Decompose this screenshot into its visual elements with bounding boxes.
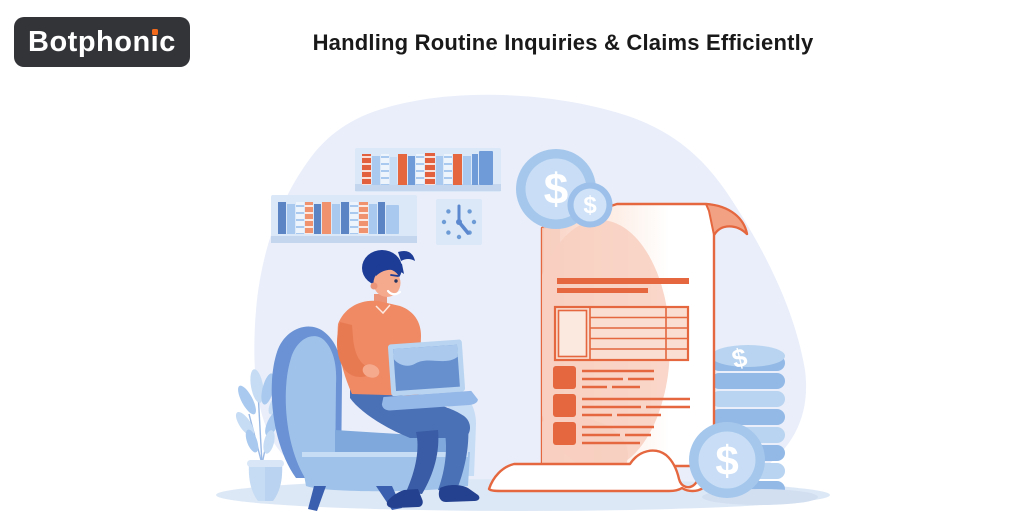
book-end xyxy=(479,151,493,185)
brand-logo: Botphonic xyxy=(14,17,190,67)
invoice-header-bars xyxy=(557,278,689,293)
chair-back-face xyxy=(285,336,337,478)
book-end xyxy=(386,205,399,234)
book-spine xyxy=(305,202,313,234)
book-spine xyxy=(425,153,435,185)
book-spine xyxy=(390,157,397,185)
dollar-coin-small: $ xyxy=(567,182,613,228)
book-spine xyxy=(381,154,389,185)
ear xyxy=(370,282,378,290)
book-spine xyxy=(278,202,286,234)
book-spine xyxy=(408,156,415,185)
coin-dollar-sign: $ xyxy=(715,437,738,484)
book-spine xyxy=(453,154,462,185)
laptop xyxy=(381,339,478,411)
book-spine xyxy=(296,202,304,234)
necklace xyxy=(375,304,391,315)
checklist-box xyxy=(553,422,576,445)
book-spine xyxy=(472,154,478,185)
arm xyxy=(337,322,369,378)
logo-letter-i: i xyxy=(150,25,160,58)
illustration: $ xyxy=(216,94,830,511)
invoice-scroll xyxy=(487,202,749,493)
eye xyxy=(394,279,398,283)
book-spine xyxy=(463,156,471,185)
leg-front-shin xyxy=(438,424,469,492)
invoice-table xyxy=(553,305,690,362)
checklist-box xyxy=(553,366,576,389)
man-working-on-laptop xyxy=(337,250,480,508)
shoe xyxy=(438,485,480,502)
logo-text-prefix: Botphon xyxy=(28,25,151,58)
book-spine xyxy=(322,202,331,234)
coin-dollar-sign: $ xyxy=(583,192,597,219)
page-curl xyxy=(705,203,748,236)
book-spine xyxy=(359,202,368,234)
book-spine xyxy=(436,156,443,185)
book-spine xyxy=(372,156,380,185)
book-spine xyxy=(416,154,424,185)
wall-clock xyxy=(436,199,482,245)
dollar-coin-front: $ xyxy=(689,422,765,498)
logo-text: Botphonic xyxy=(28,25,176,58)
checklist-box xyxy=(553,394,576,417)
book-spine xyxy=(444,154,452,185)
book-spine xyxy=(287,204,295,234)
hand xyxy=(362,364,380,378)
invoice-text-lines xyxy=(582,369,690,445)
book-spine xyxy=(378,202,385,234)
potted-plant xyxy=(235,369,286,501)
book-spine xyxy=(398,154,407,185)
book-spine xyxy=(350,202,358,234)
laptop-base xyxy=(381,390,478,411)
banner-title: Handling Routine Inquiries & Claims Effi… xyxy=(312,30,814,55)
book-spine xyxy=(314,204,321,234)
bookshelf-upper xyxy=(355,148,501,192)
books-row xyxy=(362,151,493,185)
book-spine xyxy=(332,204,340,234)
book-spine xyxy=(369,204,377,234)
book-spine xyxy=(362,154,371,185)
shoe xyxy=(386,489,423,508)
coin-dollar-sign: $ xyxy=(544,165,568,214)
coin-stack: $ xyxy=(711,342,785,497)
chair-leg xyxy=(308,486,326,511)
leg-back-shin xyxy=(406,430,439,494)
legs-thigh xyxy=(350,388,470,438)
invoice-checklist xyxy=(553,366,690,445)
books-row xyxy=(278,202,399,234)
book-spine xyxy=(341,202,349,234)
logo-text-suffix: c xyxy=(159,25,176,58)
smile xyxy=(386,289,402,296)
bookshelf-lower xyxy=(271,195,417,243)
